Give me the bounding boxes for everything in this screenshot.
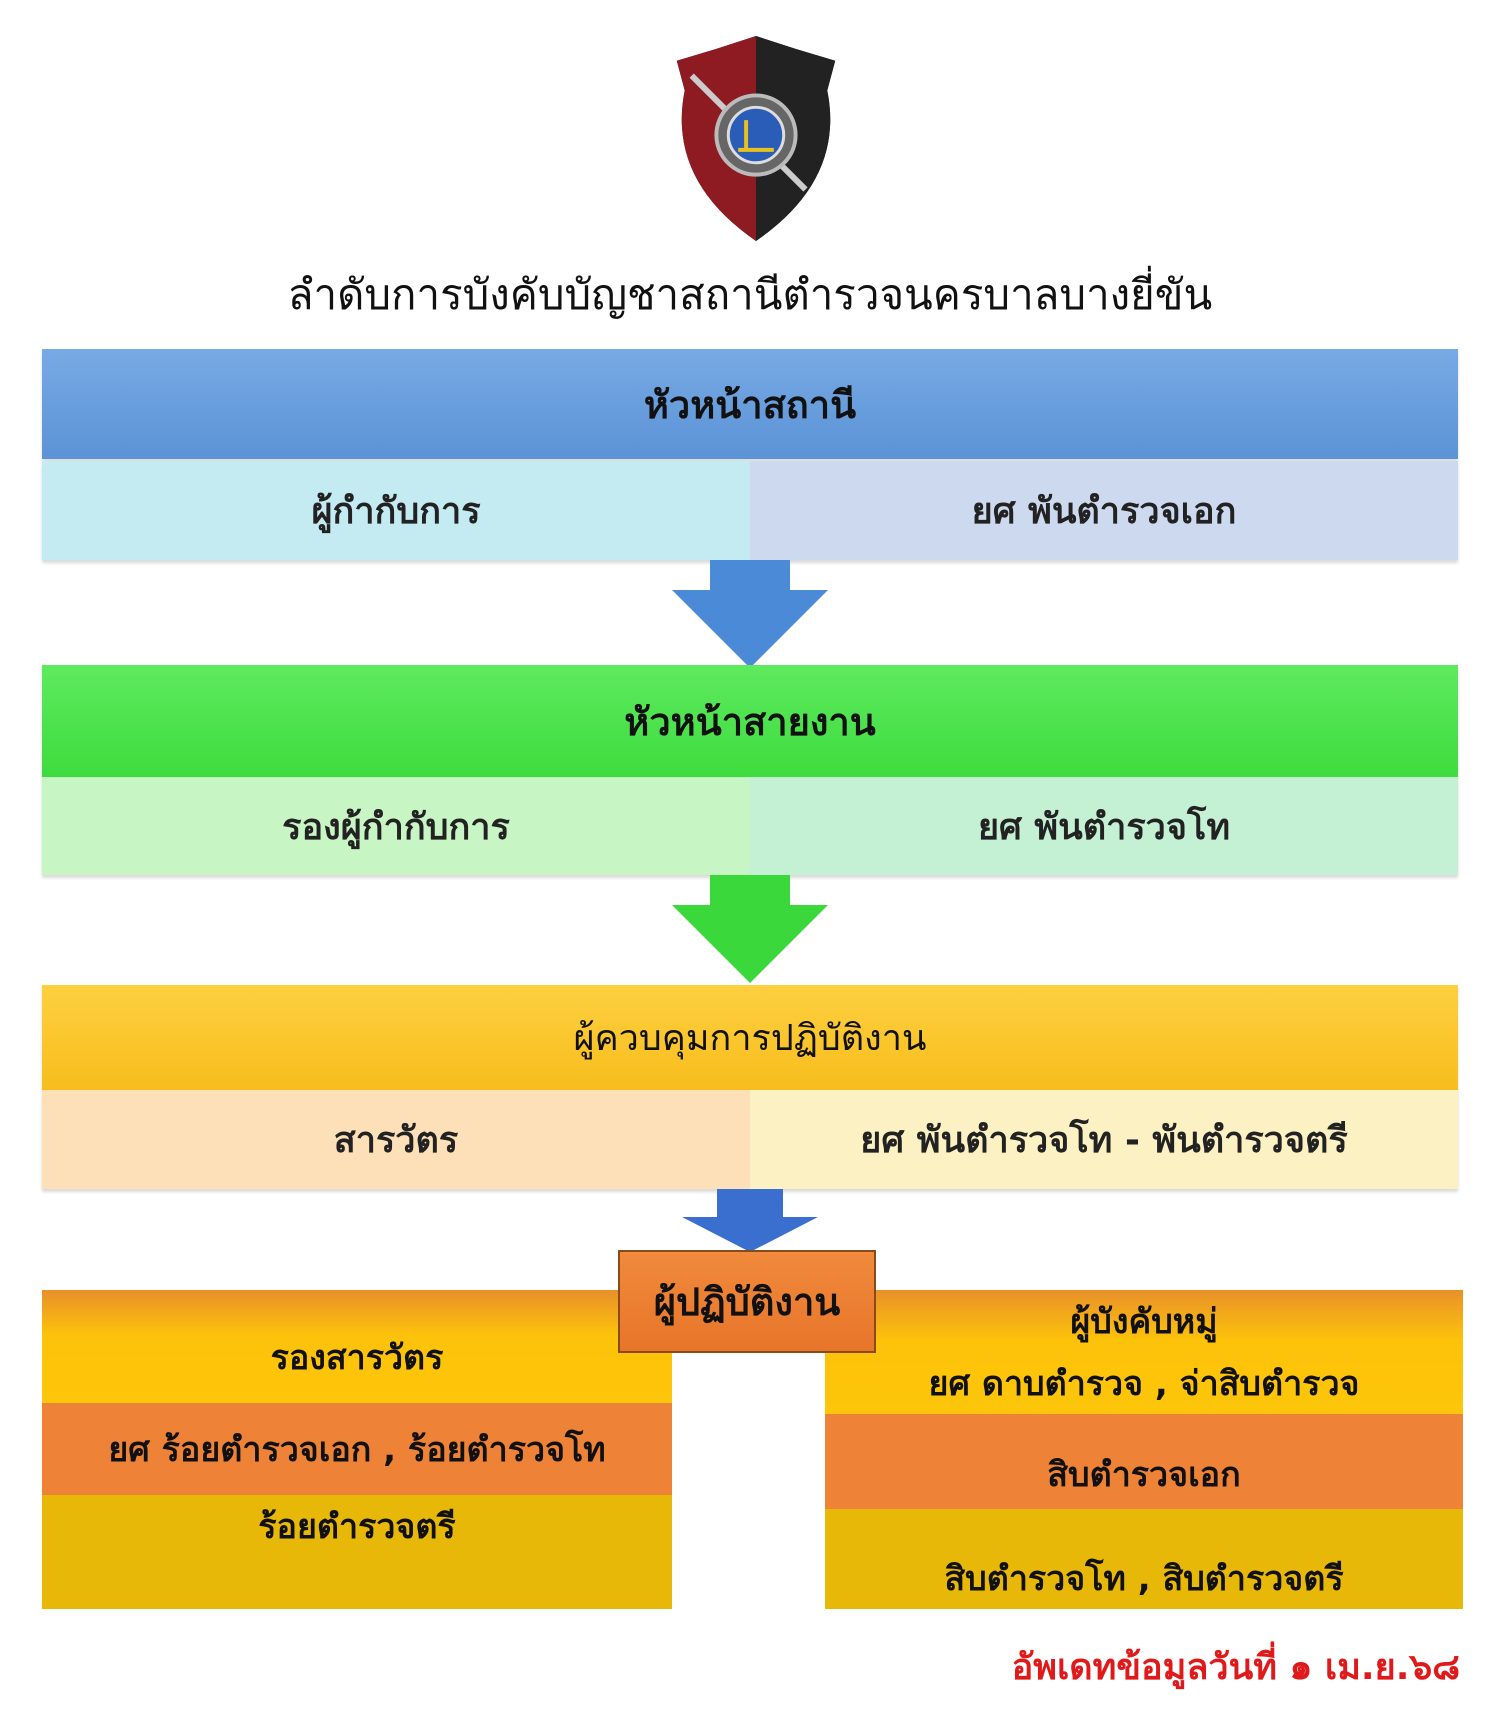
level-3-header: ผู้ควบคุมการปฏิบัติงาน [42,985,1458,1090]
level-3-position: สารวัตร [42,1090,750,1189]
level-2-row: รองผู้กำกับการ ยศ พันตำรวจโท [42,777,1458,875]
down-arrow-icon [672,875,828,983]
right-rank-line2: สิบตำรวจเอก [825,1414,1463,1509]
level-1-position: ผู้กำกับการ [42,461,750,560]
left-rank-line2: ร้อยตำรวจตรี [42,1495,672,1609]
right-rank-line3: สิบตำรวจโท , สิบตำรวจตรี [825,1509,1463,1609]
level-3-row: สารวัตร ยศ พันตำรวจโท - พันตำรวจตรี [42,1090,1458,1189]
level-2-rank: ยศ พันตำรวจโท [750,777,1458,875]
level-1-header: หัวหน้าสถานี [42,349,1458,459]
operators-left-panel: รองสารวัตร ยศ ร้อยตำรวจเอก , ร้อยตำรวจโท… [42,1290,672,1609]
operators-right-panel: ผู้บังคับหมู่ ยศ ดาบตำรวจ , จ่าสิบตำรวจ … [825,1290,1463,1609]
page-title: ลำดับการบังคับบัญชาสถานีตำรวจนครบาลบางยี… [287,270,1213,319]
left-rank-line1: ยศ ร้อยตำรวจเอก , ร้อยตำรวจโท [42,1403,672,1495]
down-arrow-icon [682,1189,818,1252]
police-station-logo [657,31,855,245]
right-position: ผู้บังคับหมู่ [1070,1302,1218,1342]
right-rank-line1: ยศ ดาบตำรวจ , จ่าสิบตำรวจ [928,1364,1360,1404]
operators-label: ผู้ปฏิบัติงาน [618,1250,876,1353]
level-2-position: รองผู้กำกับการ [42,777,750,875]
level-3-rank: ยศ พันตำรวจโท - พันตำรวจตรี [750,1090,1458,1189]
level-1-rank: ยศ พันตำรวจเอก [750,461,1458,560]
left-position: รองสารวัตร [42,1290,672,1403]
level-2-header: หัวหน้าสายงาน [42,665,1458,777]
level-1-row: ผู้กำกับการ ยศ พันตำรวจเอก [42,461,1458,560]
update-date-note: อัพเดทข้อมูลวันที่ ๑ เม.ย.๖๘ [1011,1647,1460,1688]
down-arrow-icon [672,560,828,668]
